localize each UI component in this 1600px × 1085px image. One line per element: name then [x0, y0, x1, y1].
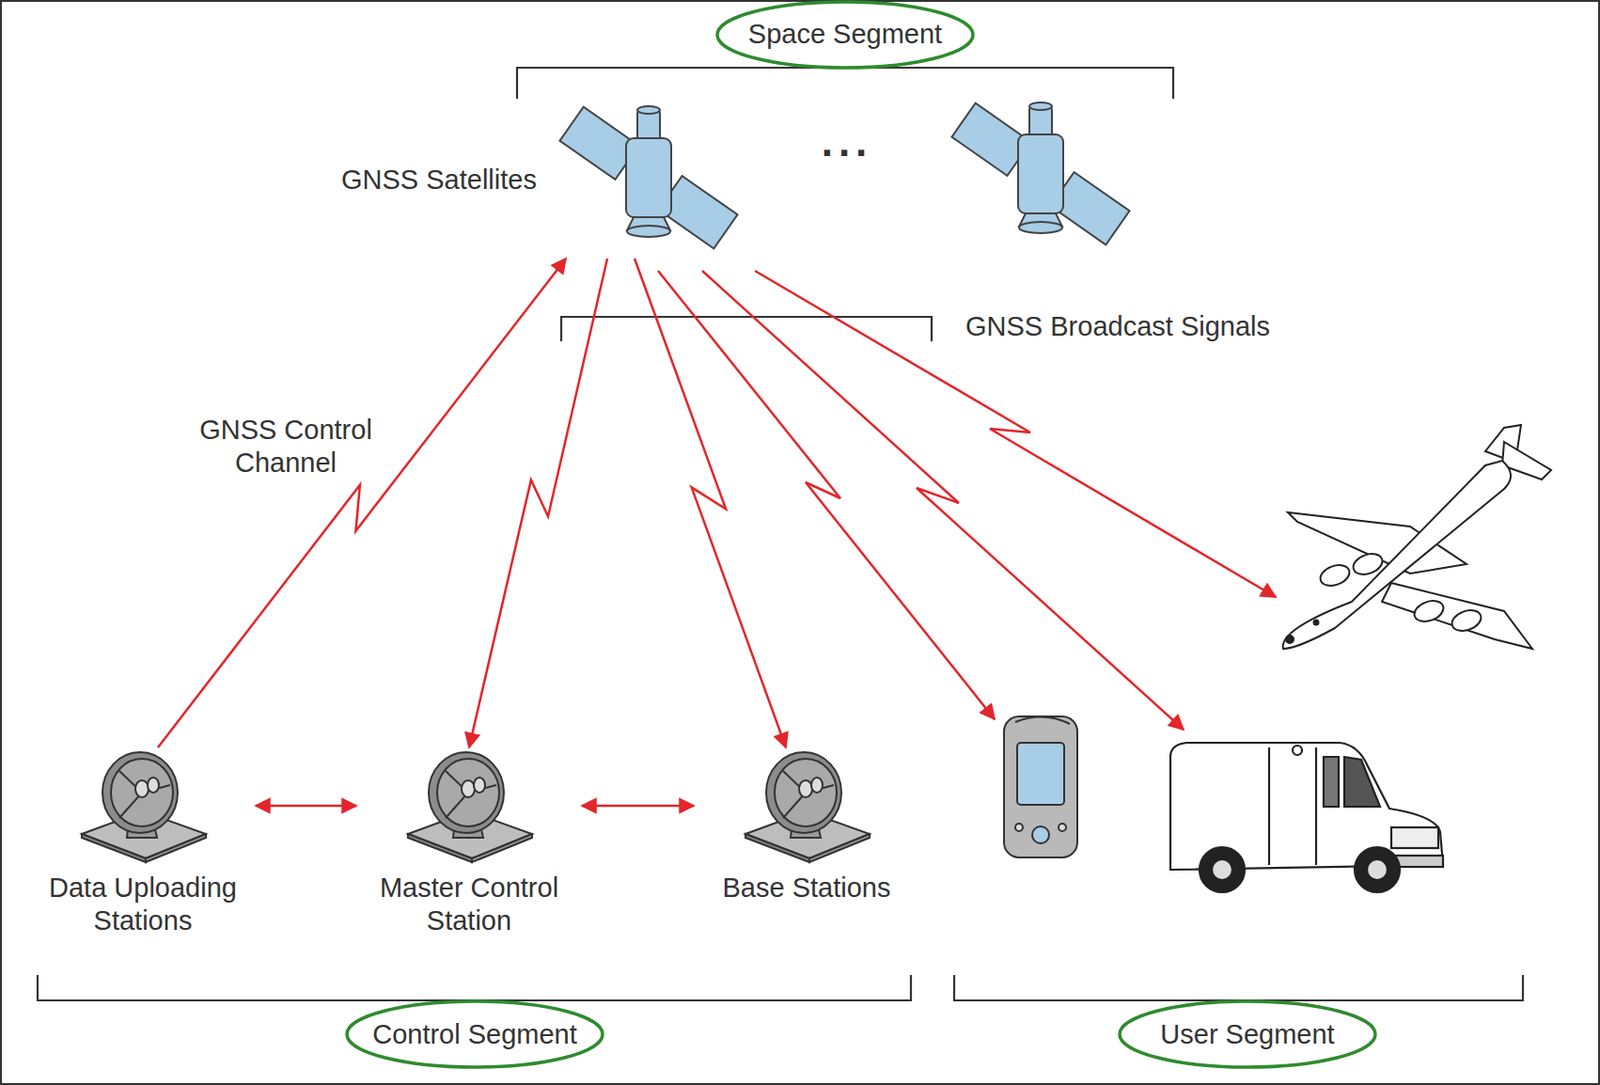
dish-icon — [736, 747, 878, 864]
dish-icon — [72, 747, 214, 864]
ground-station: Base Stations — [693, 747, 920, 905]
node-label: Master Control Station — [356, 871, 582, 938]
ground-link — [255, 804, 357, 808]
highlight-ellipse — [346, 1, 1376, 1067]
satellite-icon — [549, 94, 748, 255]
bracket — [37, 67, 1523, 1001]
van — [1170, 742, 1444, 893]
segment-label: GNSS Broadcast Signals — [965, 310, 1271, 344]
node-label: Data Uploading Stations — [30, 871, 256, 938]
segment-label: User Segment — [1160, 1018, 1334, 1051]
handheld-receiver — [1003, 716, 1078, 858]
signal-link — [157, 258, 566, 748]
aircraft — [1283, 424, 1552, 649]
edge-label: GNSS Control Channel — [188, 413, 384, 480]
node-label: GNSS Satellites — [341, 163, 537, 197]
ground-station: Data Uploading Stations — [30, 747, 256, 938]
broadcast-signal — [658, 270, 1276, 730]
signal-link — [469, 258, 608, 748]
satellite-group: GNSS Satellites — [333, 91, 748, 259]
segment-label: Space Segment — [748, 17, 942, 51]
segment-label: Control Segment — [372, 1018, 578, 1051]
node-label: Base Stations — [693, 871, 920, 905]
satellite-icon — [951, 102, 1130, 245]
signal-link — [634, 258, 786, 748]
dish-icon — [398, 747, 540, 864]
ellipsis-mark: ... — [821, 125, 874, 158]
ground-station: Master Control Station — [356, 747, 582, 938]
ground-link — [581, 804, 694, 808]
